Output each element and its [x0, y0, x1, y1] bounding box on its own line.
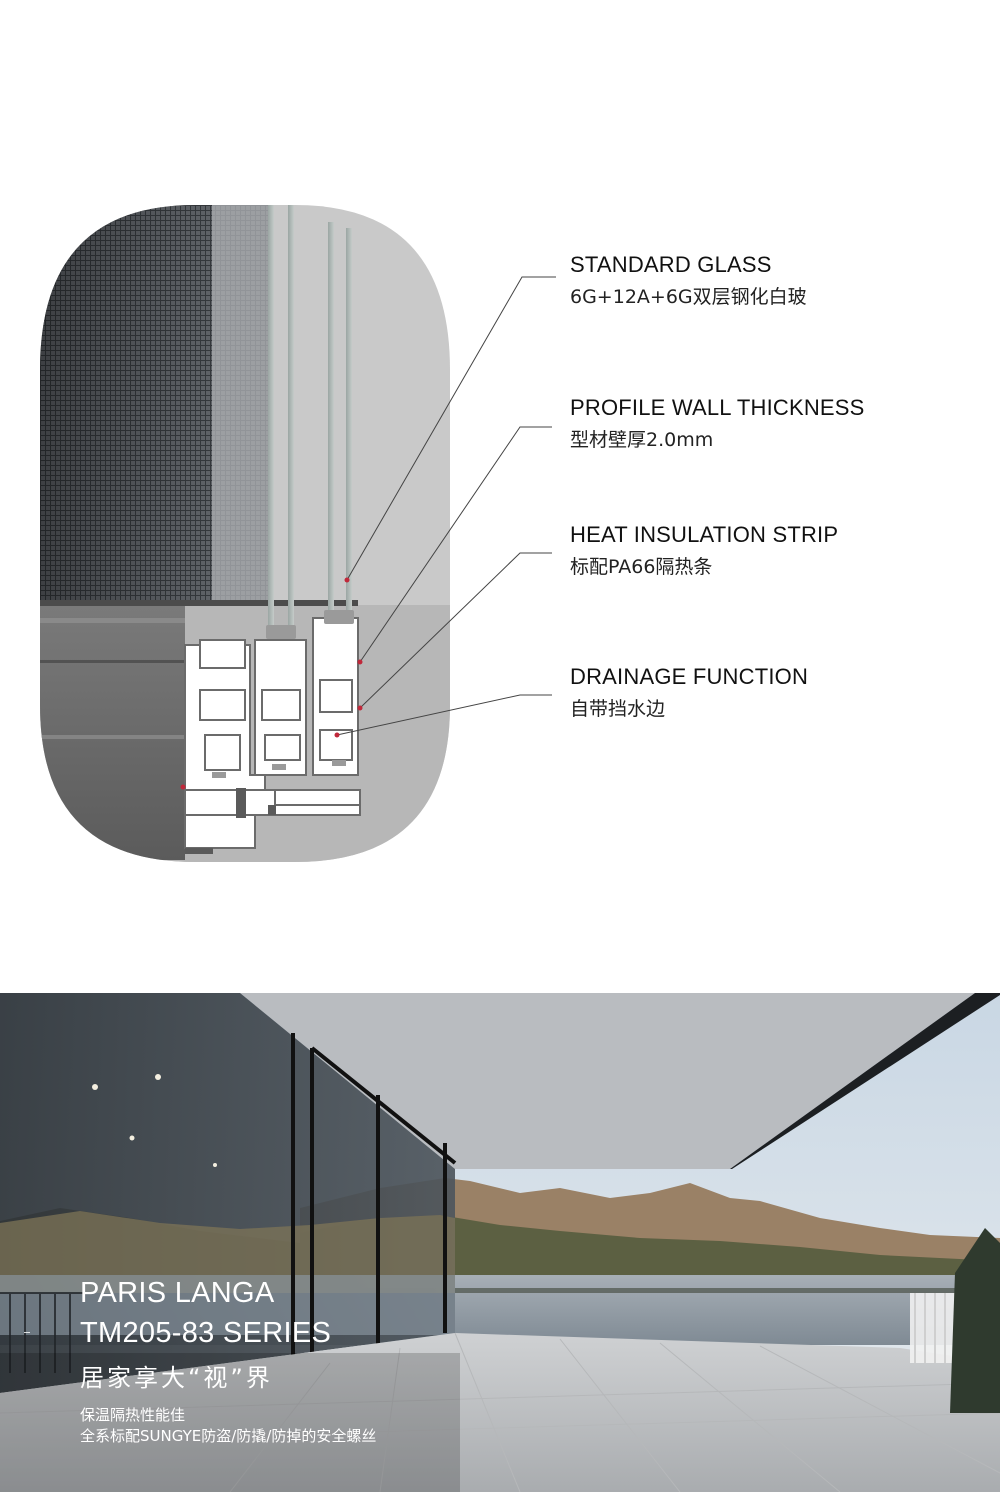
feature-item: 保温隔热性能佳 — [80, 1406, 186, 1424]
product-detail-section: STANDARD GLASS 6G+12A+6G双层钢化白玻 PROFILE W… — [40, 205, 865, 862]
lake-view-banner — [0, 993, 1000, 1492]
leader-dots — [180, 577, 363, 790]
spec-title: PROFILE WALL THICKNESS — [570, 395, 865, 420]
spec-standard-glass: STANDARD GLASS 6G+12A+6G双层钢化白玻 — [570, 252, 807, 309]
spec-desc: 型材壁厚2.0mm — [570, 429, 714, 451]
series-name: TM205-83 SERIES — [80, 1317, 332, 1349]
banner-photo — [0, 993, 1000, 1492]
spec-profile-wall-thickness: PROFILE WALL THICKNESS 型材壁厚2.0mm — [570, 395, 865, 452]
spec-desc: 标配PA66隔热条 — [570, 556, 713, 578]
spec-title: DRAINAGE FUNCTION — [570, 664, 809, 689]
glass-panes — [268, 205, 352, 625]
spec-desc: 6G+12A+6G双层钢化白玻 — [570, 286, 807, 308]
decorative-dash — [24, 1332, 30, 1333]
brand-name: PARIS LANGA — [80, 1277, 275, 1309]
spec-title: HEAT INSULATION STRIP — [570, 522, 839, 547]
aluminum-profile-section — [184, 617, 361, 849]
feature-list: 保温隔热性能佳 全系标配SUNGYE防盗/防撬/防掉的安全螺丝 — [80, 1405, 376, 1447]
spec-heat-insulation-strip: HEAT INSULATION STRIP 标配PA66隔热条 — [570, 522, 838, 579]
profile-cutaway-illustration — [40, 205, 556, 862]
slogan: 居家享大“视”界 — [80, 1364, 273, 1392]
spec-desc: 自带挡水边 — [570, 698, 666, 720]
leader-lines — [336, 276, 556, 736]
banner-text-overlay: PARIS LANGA TM205-83 SERIES 居家享大“视”界 保温隔… — [80, 1273, 376, 1447]
spec-title: STANDARD GLASS — [570, 252, 772, 277]
feature-item: 全系标配SUNGYE防盗/防撬/防掉的安全螺丝 — [80, 1427, 377, 1445]
spec-drainage-function: DRAINAGE FUNCTION 自带挡水边 — [570, 664, 808, 721]
